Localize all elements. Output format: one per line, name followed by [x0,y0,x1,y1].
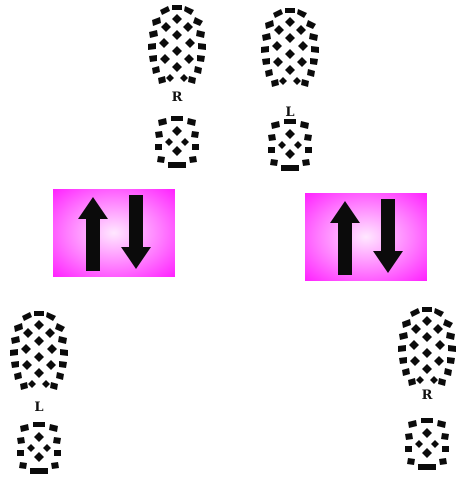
footprint-label: L [4,400,74,415]
swap-box-right [305,193,427,281]
footprint-label: R [392,388,462,403]
boot-print-icon [142,2,212,172]
boot-print-icon [4,308,74,478]
up-down-arrows-icon [53,189,175,277]
footprint-bottom-left: L [4,308,74,478]
up-down-arrows-icon [305,193,427,281]
swap-box-left [53,189,175,277]
footprint-top-right: R [142,2,212,172]
footprint-label: R [142,90,212,105]
footprint-label: L [255,105,325,120]
footprint-bottom-right: R [392,304,462,474]
footprint-top-left: L [255,5,325,175]
boot-print-icon [255,5,325,175]
